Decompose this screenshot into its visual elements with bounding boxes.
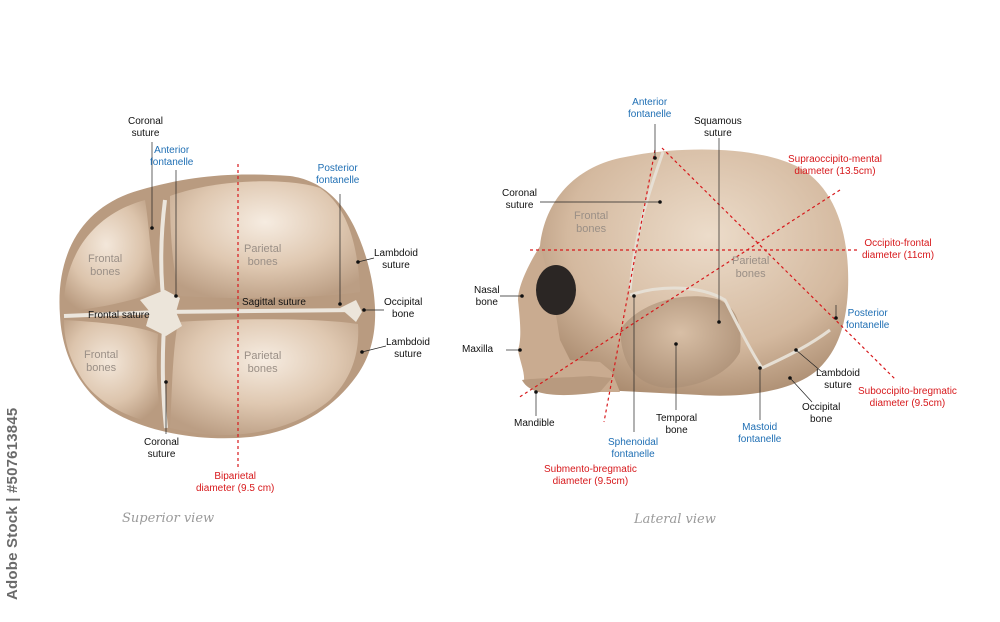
- superior-leader-lines: [151, 142, 387, 434]
- caption-superior-view: Superior view: [122, 511, 215, 526]
- superior-view-skull: [59, 142, 387, 468]
- diameter-lines: [517, 147, 897, 423]
- temporal-bone-shape: [620, 296, 741, 388]
- label-sagittal-suture: Sagittal suture: [242, 297, 306, 308]
- frontal-bone-upper: [63, 200, 158, 312]
- frontal-bone-lower: [64, 320, 162, 425]
- parietal-bone-upper: [170, 181, 360, 299]
- anterior-fontanelle-shape: [140, 290, 182, 336]
- lateral-label-dots: [518, 156, 838, 394]
- label-mandible: Mandible: [514, 418, 555, 429]
- mandible-shape: [522, 376, 612, 396]
- lateral-leader-lines: [500, 124, 837, 432]
- caption-lateral-view: Lateral view: [634, 512, 716, 527]
- parietal-bone-lower: [170, 319, 359, 436]
- lateral-view-skull: [500, 124, 897, 432]
- posterior-fontanelle-shape: [340, 300, 362, 322]
- orbit: [536, 265, 576, 315]
- superior-label-dots: [150, 226, 366, 384]
- stock-id-text: Adobe Stock | #507613845: [4, 407, 21, 600]
- label-maxilla: Maxilla: [462, 344, 494, 355]
- label-frontal-suture: Frontal sature: [88, 310, 150, 321]
